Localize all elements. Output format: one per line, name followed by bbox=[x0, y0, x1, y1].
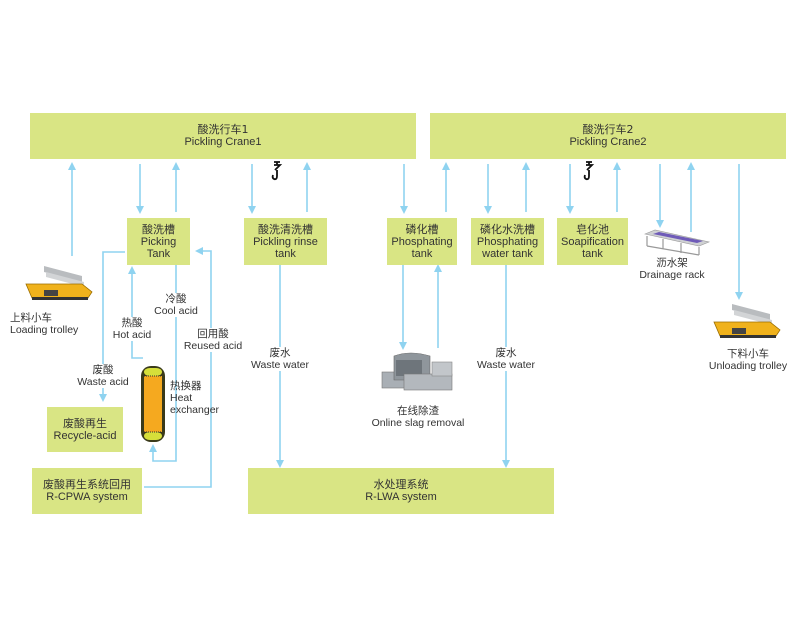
picking-tank-en2: Tank bbox=[146, 247, 171, 260]
pickling-crane-2: 酸洗行车2 Pickling Crane2 bbox=[430, 113, 786, 159]
soap-tank-en: Soapification bbox=[561, 235, 624, 248]
rcpwa-system-box: 废酸再生系统回用 R-CPWA system bbox=[32, 468, 142, 514]
unloading-trolley-zh: 下料小车 bbox=[727, 348, 769, 360]
reused-acid-en: Reused acid bbox=[183, 340, 243, 352]
heat-exchanger-en2: exchanger bbox=[170, 404, 220, 416]
waste-water-label-1: 废水 Waste water bbox=[248, 347, 312, 371]
rinse-tank-en: Pickling rinse bbox=[253, 235, 318, 248]
phosphating-tank-en2: tank bbox=[411, 247, 433, 260]
rinse-tank-en2: tank bbox=[275, 247, 296, 260]
soap-tank-zh: 皂化池 bbox=[576, 222, 609, 236]
waste-acid-en: Waste acid bbox=[77, 376, 129, 388]
phos-water-tank-en2: water tank bbox=[482, 247, 533, 260]
waste-acid-label: 废酸 Waste acid bbox=[77, 364, 129, 388]
arrow-hot-acid bbox=[128, 266, 143, 359]
recycle-acid-box: 废酸再生 Recycle-acid bbox=[47, 407, 123, 452]
heat-exchanger-label: 热换器 Heat exchanger bbox=[170, 380, 219, 416]
phosphating-tank-en: Phosphating bbox=[391, 235, 453, 248]
soap-tank-en2: tank bbox=[582, 247, 603, 260]
slag-removal-machine-icon bbox=[381, 352, 453, 391]
crane-1-zh: 酸洗行车1 bbox=[197, 123, 249, 136]
reused-acid-zh: 回用酸 bbox=[197, 328, 229, 340]
waste-water-1-zh: 废水 bbox=[269, 347, 291, 359]
rinse-tank-zh: 酸洗清洗槽 bbox=[258, 222, 313, 236]
hot-acid-en: Hot acid bbox=[112, 329, 152, 341]
waste-water-2-en: Waste water bbox=[477, 359, 535, 371]
heat-exchanger-zh: 热换器 bbox=[170, 380, 202, 392]
drainage-rack-label: 沥水架 Drainage rack bbox=[630, 257, 714, 281]
phosphating-tank: 磷化槽 Phosphating tank bbox=[387, 218, 457, 265]
waste-water-2-zh: 废水 bbox=[495, 347, 517, 359]
phos-water-tank-zh: 磷化水洗槽 bbox=[480, 222, 535, 236]
rlwa-en: R-LWA system bbox=[365, 491, 437, 503]
unloading-trolley-icon bbox=[713, 304, 781, 338]
arrow-cool-acid bbox=[149, 264, 177, 462]
slag-removal-zh: 在线除渣 bbox=[397, 405, 439, 417]
cool-acid-en: Cool acid bbox=[154, 305, 198, 317]
crane-1-en: Pickling Crane1 bbox=[184, 136, 262, 148]
crane-2-zh: 酸洗行车2 bbox=[582, 123, 634, 136]
phos-water-tank-en: Phosphating bbox=[476, 235, 539, 248]
drainage-rack-icon bbox=[643, 229, 711, 256]
rcpwa-zh: 废酸再生系统回用 bbox=[43, 478, 131, 491]
phosphating-tank-zh: 磷化槽 bbox=[405, 222, 439, 236]
heat-exchanger-icon bbox=[141, 366, 165, 442]
unloading-trolley-label: 下料小车 Unloading trolley bbox=[700, 348, 796, 372]
soapification-tank: 皂化池 Soapification tank bbox=[557, 218, 628, 265]
hot-acid-label: 热酸 Hot acid bbox=[110, 317, 154, 341]
recycle-acid-zh: 废酸再生 bbox=[63, 416, 107, 430]
slag-removal-en: Online slag removal bbox=[371, 417, 465, 429]
rcpwa-en: R-CPWA system bbox=[46, 491, 128, 503]
rlwa-system-box: 水处理系统 R-LWA system bbox=[248, 468, 554, 514]
arrow-reused-acid bbox=[144, 247, 212, 488]
heat-exchanger-en1: Heat bbox=[170, 392, 193, 404]
waste-water-1-en: Waste water bbox=[251, 359, 309, 371]
loading-trolley-label: 上料小车 Loading trolley bbox=[10, 312, 78, 336]
arrow-picking-tank-to-recycle-acid bbox=[99, 251, 125, 402]
crane-hook-icon bbox=[271, 161, 283, 181]
cool-acid-zh: 冷酸 bbox=[165, 293, 187, 305]
picking-tank: 酸洗槽 Picking Tank bbox=[127, 218, 190, 265]
rlwa-zh: 水处理系统 bbox=[373, 478, 429, 491]
loading-trolley-zh: 上料小车 bbox=[10, 312, 52, 324]
pickling-crane-1: 酸洗行车1 Pickling Crane1 bbox=[30, 113, 416, 159]
picking-tank-en: Picking bbox=[140, 235, 177, 248]
waste-water-label-2: 废水 Waste water bbox=[474, 347, 538, 371]
reused-acid-label: 回用酸 Reused acid bbox=[180, 328, 246, 352]
waste-acid-zh: 废酸 bbox=[92, 364, 114, 376]
cool-acid-label: 冷酸 Cool acid bbox=[150, 293, 202, 317]
recycle-acid-en: Recycle-acid bbox=[53, 429, 117, 442]
phosphating-water-tank: 磷化水洗槽 Phosphating water tank bbox=[471, 218, 544, 265]
crane-2-en: Pickling Crane2 bbox=[569, 136, 647, 148]
drainage-rack-en: Drainage rack bbox=[639, 269, 705, 281]
loading-trolley-en: Loading trolley bbox=[10, 324, 79, 336]
loading-trolley-icon bbox=[25, 266, 93, 300]
slag-removal-label: 在线除渣 Online slag removal bbox=[368, 405, 468, 429]
drainage-rack-zh: 沥水架 bbox=[656, 257, 688, 269]
pickling-rinse-tank: 酸洗清洗槽 Pickling rinse tank bbox=[244, 218, 327, 265]
picking-tank-zh: 酸洗槽 bbox=[142, 222, 175, 236]
hot-acid-zh: 热酸 bbox=[121, 317, 143, 329]
crane-hook-icon bbox=[583, 161, 595, 181]
unloading-trolley-en: Unloading trolley bbox=[708, 360, 788, 372]
